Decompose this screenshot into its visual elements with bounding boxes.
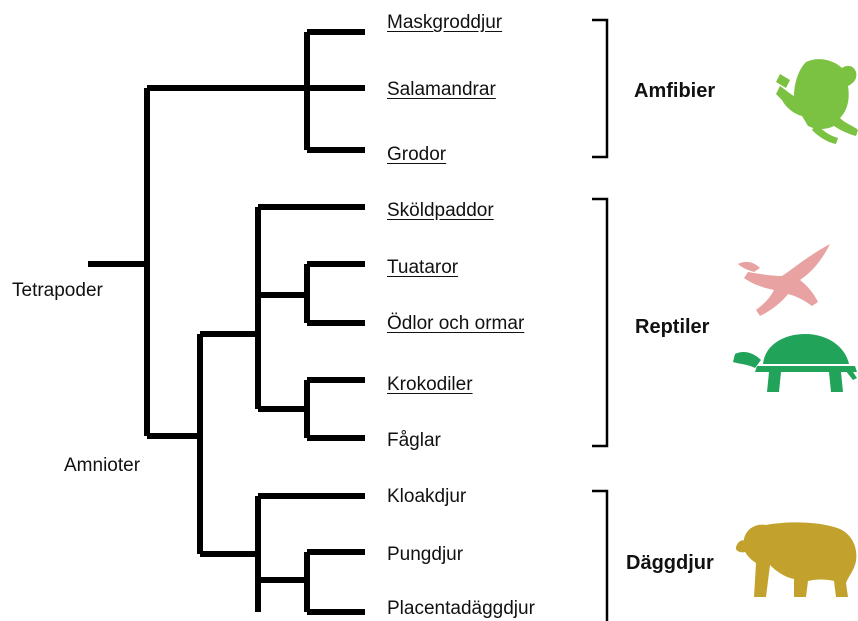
taxon-placentadaggdjur: Placentadäggdjur [387,598,535,619]
turtle-icon [733,334,857,392]
taxon-pungdjur: Pungdjur [387,544,464,565]
group-label-daggdjur: Däggdjur [626,552,714,574]
bird-icon [738,244,830,316]
frog-icon [776,59,858,144]
node-label-tetrapoder: Tetrapoder [12,280,103,301]
taxon-grodor[interactable]: Grodor [387,144,447,165]
bracket-mammals [592,489,609,621]
taxon-skoldpaddor[interactable]: Sköldpaddor [387,200,494,221]
taxon-salamandrar[interactable]: Salamandrar [387,79,496,100]
taxon-kloakdjur: Kloakdjur [387,486,467,507]
bear-icon [736,522,857,597]
node-label-amnioter: Amnioter [64,455,141,476]
group-label-amfibier: Amfibier [634,80,716,102]
taxon-odlor-och-ormar[interactable]: Ödlor och ormar [387,313,525,334]
taxon-maskgroddjur[interactable]: Maskgroddjur [387,12,503,33]
group-label-reptiler: Reptiler [635,316,710,338]
bracket-reptiles [592,197,609,448]
taxon-krokodiler[interactable]: Krokodiler [387,374,473,395]
taxon-faglar: Fåglar [387,430,441,451]
bracket-amphibians [592,18,609,159]
taxon-tuataror[interactable]: Tuataror [387,257,459,278]
